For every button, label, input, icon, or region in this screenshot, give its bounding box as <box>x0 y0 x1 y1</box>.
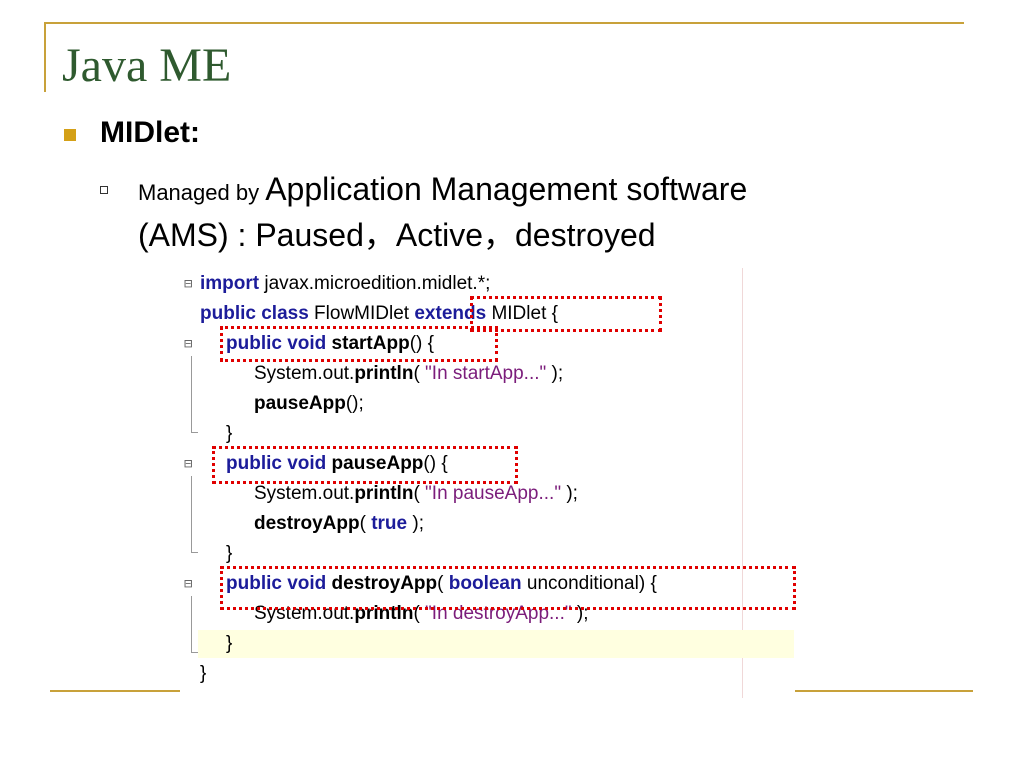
fold-guide <box>191 476 198 553</box>
bullet-ams: Managed by Application Management softwa… <box>138 168 928 256</box>
code-line-13: } <box>226 633 233 654</box>
bullet-midlet: MIDlet: <box>100 116 200 149</box>
hollow-square-bullet-icon <box>100 186 108 194</box>
editor-margin-line <box>742 268 743 698</box>
code-line-2: public class FlowMIDlet extends MIDlet { <box>200 303 558 324</box>
square-bullet-icon <box>64 129 76 141</box>
code-line-6: } <box>226 423 233 444</box>
slide-frame-left <box>44 22 46 92</box>
fold-guide <box>191 596 198 653</box>
fold-collapse-icon[interactable]: ⊟ <box>184 276 193 292</box>
code-line-1: import javax.microedition.midlet.*; <box>200 273 491 294</box>
fold-collapse-icon[interactable]: ⊟ <box>184 576 193 592</box>
highlight-destroyapp <box>220 566 796 610</box>
code-line-9: destroyApp( true ); <box>254 513 424 534</box>
code-screenshot: ⊟ ⊟ ⊟ ⊟ import javax.microedition.midlet… <box>180 268 796 698</box>
fold-guide <box>191 356 198 433</box>
bullet-ams-prefix: Managed by <box>138 180 266 205</box>
code-line-11: public void destroyApp( boolean uncondit… <box>226 573 657 594</box>
code-line-7: public void pauseApp() { <box>226 453 448 474</box>
code-line-5: pauseApp(); <box>254 393 364 414</box>
bullet-ams-line1: Application Management software <box>265 171 748 207</box>
code-line-4: System.out.println( "In startApp..." ); <box>254 363 564 384</box>
code-line-3: public void startApp() { <box>226 333 434 354</box>
slide-title: Java ME <box>62 39 232 92</box>
slide-frame-top <box>44 22 964 24</box>
slide-frame-bottom-left <box>50 690 180 692</box>
current-line-highlight <box>198 630 794 658</box>
bullet-ams-line2: (AMS) : Paused，Active，destroyed <box>138 217 656 253</box>
code-line-14: } <box>200 663 207 684</box>
highlight-pauseapp <box>212 446 518 484</box>
fold-collapse-icon[interactable]: ⊟ <box>184 456 193 472</box>
fold-collapse-icon[interactable]: ⊟ <box>184 336 193 352</box>
code-line-8: System.out.println( "In pauseApp..." ); <box>254 483 578 504</box>
code-line-10: } <box>226 543 233 564</box>
highlight-startapp <box>220 326 498 362</box>
highlight-extends-midlet <box>470 296 662 332</box>
slide-frame-bottom-right <box>795 690 973 692</box>
